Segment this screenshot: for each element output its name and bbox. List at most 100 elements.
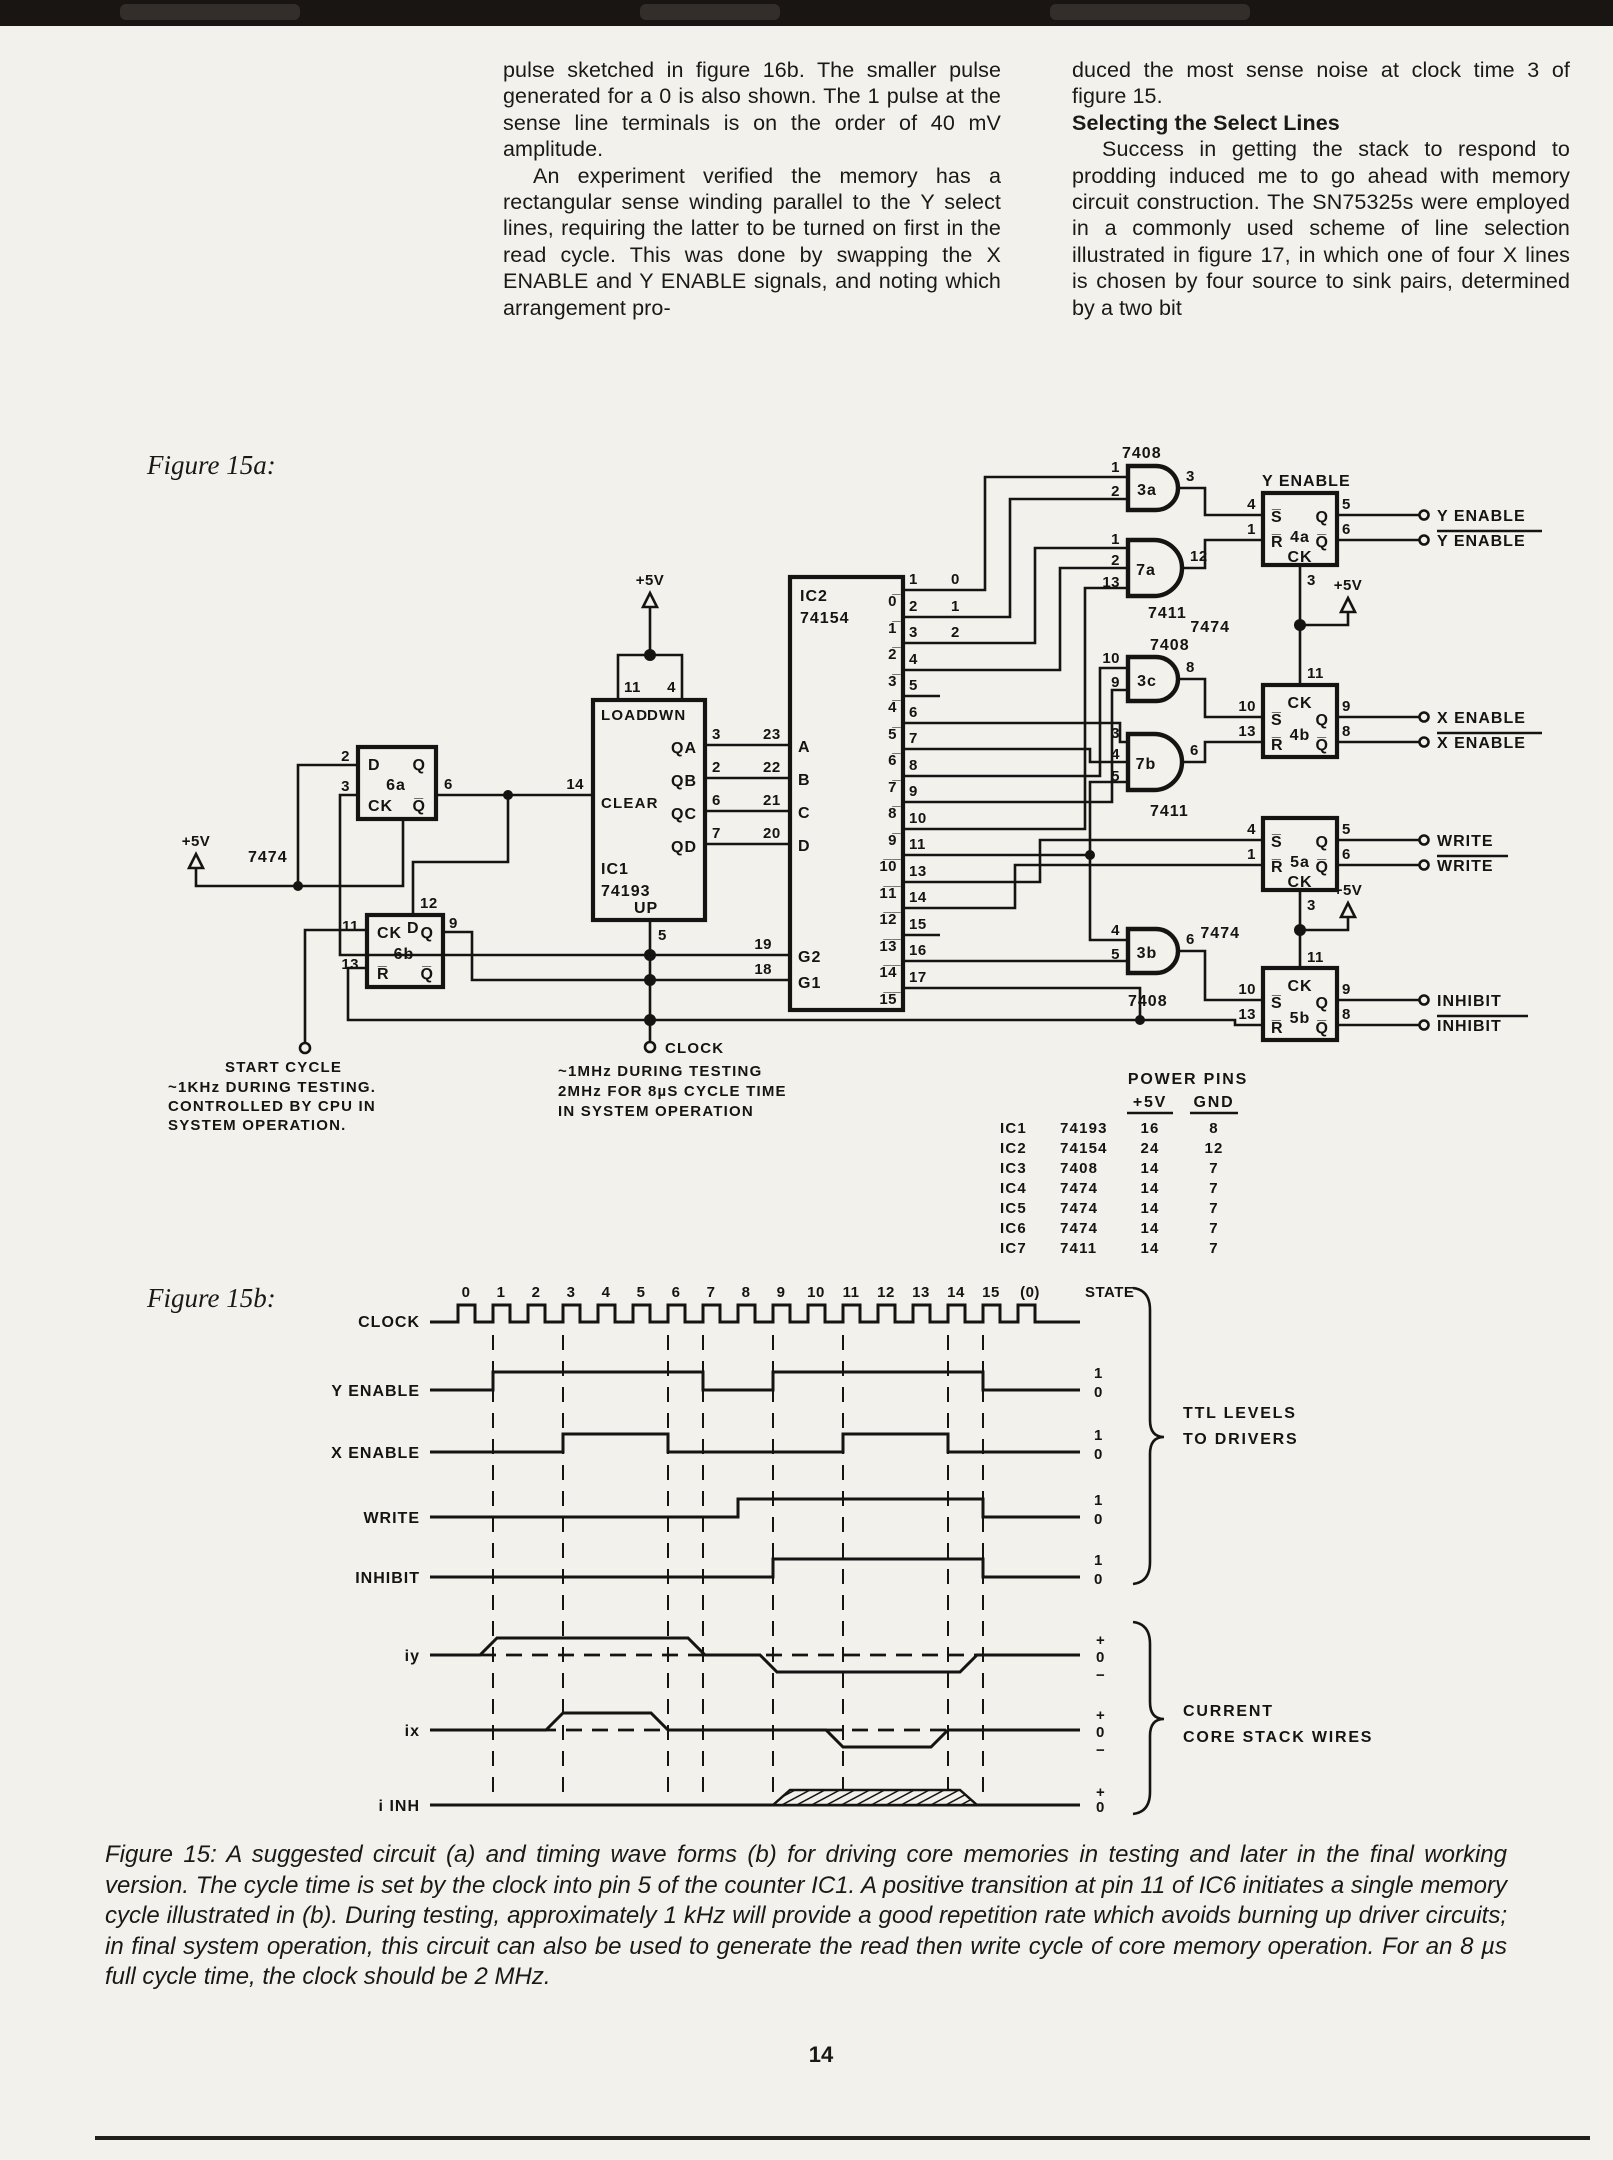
pin-label: LOAD xyxy=(601,707,648,724)
signal-label: X ENABLE xyxy=(1437,735,1526,752)
output-label: 4̅ xyxy=(888,699,901,716)
pin-number: 8 xyxy=(1342,1006,1351,1023)
table-cell: 7 xyxy=(1209,1180,1219,1197)
signal-label: INHIBIT xyxy=(1437,1018,1502,1035)
scan-bottom-rule xyxy=(95,2136,1590,2140)
signal-label: Y ENABLE xyxy=(1437,533,1526,550)
pin-label: R̅ xyxy=(377,965,390,983)
output-label: 1̅3̅ xyxy=(879,938,901,955)
and-gate-3a xyxy=(1125,463,1181,513)
pin-number: 23 xyxy=(763,726,781,743)
table-cell: 16 xyxy=(1140,1120,1159,1137)
pin-label: B xyxy=(798,772,811,789)
pin-label: S̅ xyxy=(1271,711,1283,729)
table-cell: IC4 xyxy=(1000,1180,1027,1197)
flipflop-4a: S̅ Q 4a R̅ Q̅ CK 4 1 5 6 3 xyxy=(1247,490,1351,589)
level-0: 0 xyxy=(1096,1649,1105,1666)
pin-label: Q xyxy=(421,925,434,942)
iinh-pulse-hatched xyxy=(769,1788,981,1807)
state-tag: 1 xyxy=(951,598,960,615)
plus5v-label: +5V xyxy=(636,572,665,589)
output-label: 6̅ xyxy=(888,752,901,769)
table-cell: 7 xyxy=(1209,1200,1219,1217)
pin-label: R̅ xyxy=(1271,1019,1284,1037)
pin-number: 5 xyxy=(1342,496,1351,513)
component-id: 5a xyxy=(1290,854,1310,871)
plus5v-label: +5V xyxy=(1334,882,1363,899)
output-label: 1̅0̅ xyxy=(879,858,901,875)
pin-label: S̅ xyxy=(1271,508,1283,526)
pin-label: Q̅ xyxy=(413,797,426,815)
output-label: 2̅ xyxy=(888,646,901,663)
level-minus: − xyxy=(1096,1667,1105,1684)
component-id: 3a xyxy=(1137,482,1157,499)
scan-artifact xyxy=(640,4,780,20)
chip-label: 7474 xyxy=(1200,925,1240,942)
state-number: 8 xyxy=(742,1284,751,1301)
pin-label: Q xyxy=(1316,834,1329,851)
signal-label: WRITE xyxy=(1437,833,1494,850)
pin-number: 2 xyxy=(341,748,350,765)
signal-label: INHIBIT xyxy=(1437,993,1502,1010)
scan-top-bar xyxy=(0,0,1613,26)
scan-artifact xyxy=(120,4,300,20)
component-id: 5b xyxy=(1290,1010,1311,1027)
level-1: 1 xyxy=(1094,1365,1103,1382)
pin-label: Q xyxy=(413,757,426,774)
pin-label: CK xyxy=(368,798,393,815)
and-gate-7a xyxy=(1125,537,1185,599)
state-tag: 0 xyxy=(951,571,960,588)
table-cell: 24 xyxy=(1140,1140,1159,1157)
pin-number: 14 xyxy=(909,889,927,906)
pin-label: CK xyxy=(1287,549,1312,566)
pin-number: 4 xyxy=(1247,821,1256,838)
group-braces: TTL LEVELS TO DRIVERS CURRENT CORE STACK… xyxy=(1132,1286,1373,1816)
table-cell: 14 xyxy=(1140,1220,1159,1237)
pin-number: 4 xyxy=(909,651,918,668)
pin-number: 10 xyxy=(1238,981,1256,998)
plus5v-label: +5V xyxy=(182,833,211,850)
pin-number: 1 xyxy=(1247,521,1256,538)
and-gate-7b xyxy=(1125,731,1185,793)
table-cell: 14 xyxy=(1140,1200,1159,1217)
pin-label: R̅ xyxy=(1271,533,1284,551)
output-label: 5̅ xyxy=(888,726,901,743)
pin-label: QD xyxy=(671,839,697,856)
level-0: 0 xyxy=(1094,1511,1103,1528)
pin-number: 1 xyxy=(1247,846,1256,863)
pin-label: D xyxy=(798,838,811,855)
start-cycle-note: START CYCLE ~1KHz DURING TESTING. CONTRO… xyxy=(168,1041,375,1134)
pin-label: QC xyxy=(671,806,697,823)
pin-number: 12 xyxy=(420,895,438,912)
note-line: SYSTEM OPERATION. xyxy=(168,1117,346,1134)
y-enable-waveform xyxy=(430,1370,1080,1392)
pin-number: 4 xyxy=(1111,922,1120,939)
component-id: IC1 xyxy=(601,861,629,878)
state-number: 9 xyxy=(777,1284,786,1301)
level-plus: + xyxy=(1096,1707,1105,1724)
pin-number: 1 xyxy=(1111,459,1120,476)
table-title: POWER PINS xyxy=(1128,1071,1248,1088)
note-line: ~1MHz DURING TESTING xyxy=(558,1063,762,1080)
page-number: 14 xyxy=(808,2042,834,2067)
pin-label: S̅ xyxy=(1271,833,1283,851)
signal-label: ix xyxy=(405,1723,420,1740)
junction-dots xyxy=(293,619,1306,1026)
component-id: 4b xyxy=(1290,727,1311,744)
clock-waveform xyxy=(430,1303,1080,1324)
state-axis-label: STATE xyxy=(1085,1284,1134,1301)
component-id: IC2 xyxy=(800,588,828,605)
scan-artifact xyxy=(1050,4,1250,20)
figure-caption: Figure 15: A suggested circuit (a) and t… xyxy=(105,1840,1507,1993)
signal-label: iy xyxy=(405,1648,420,1665)
pin-label: Q̅ xyxy=(1316,858,1329,876)
pin-number: 1 xyxy=(1111,531,1120,548)
group-label: CORE STACK WIRES xyxy=(1183,1729,1373,1746)
pin-label: CLEAR xyxy=(601,795,659,812)
iy-waveform xyxy=(430,1636,1080,1674)
pin-number: 5 xyxy=(1342,821,1351,838)
pin-number: 3 xyxy=(712,726,721,743)
column-header: GND xyxy=(1194,1094,1235,1111)
table-cell: 7408 xyxy=(1060,1160,1098,1177)
pin-number: 22 xyxy=(763,759,781,776)
